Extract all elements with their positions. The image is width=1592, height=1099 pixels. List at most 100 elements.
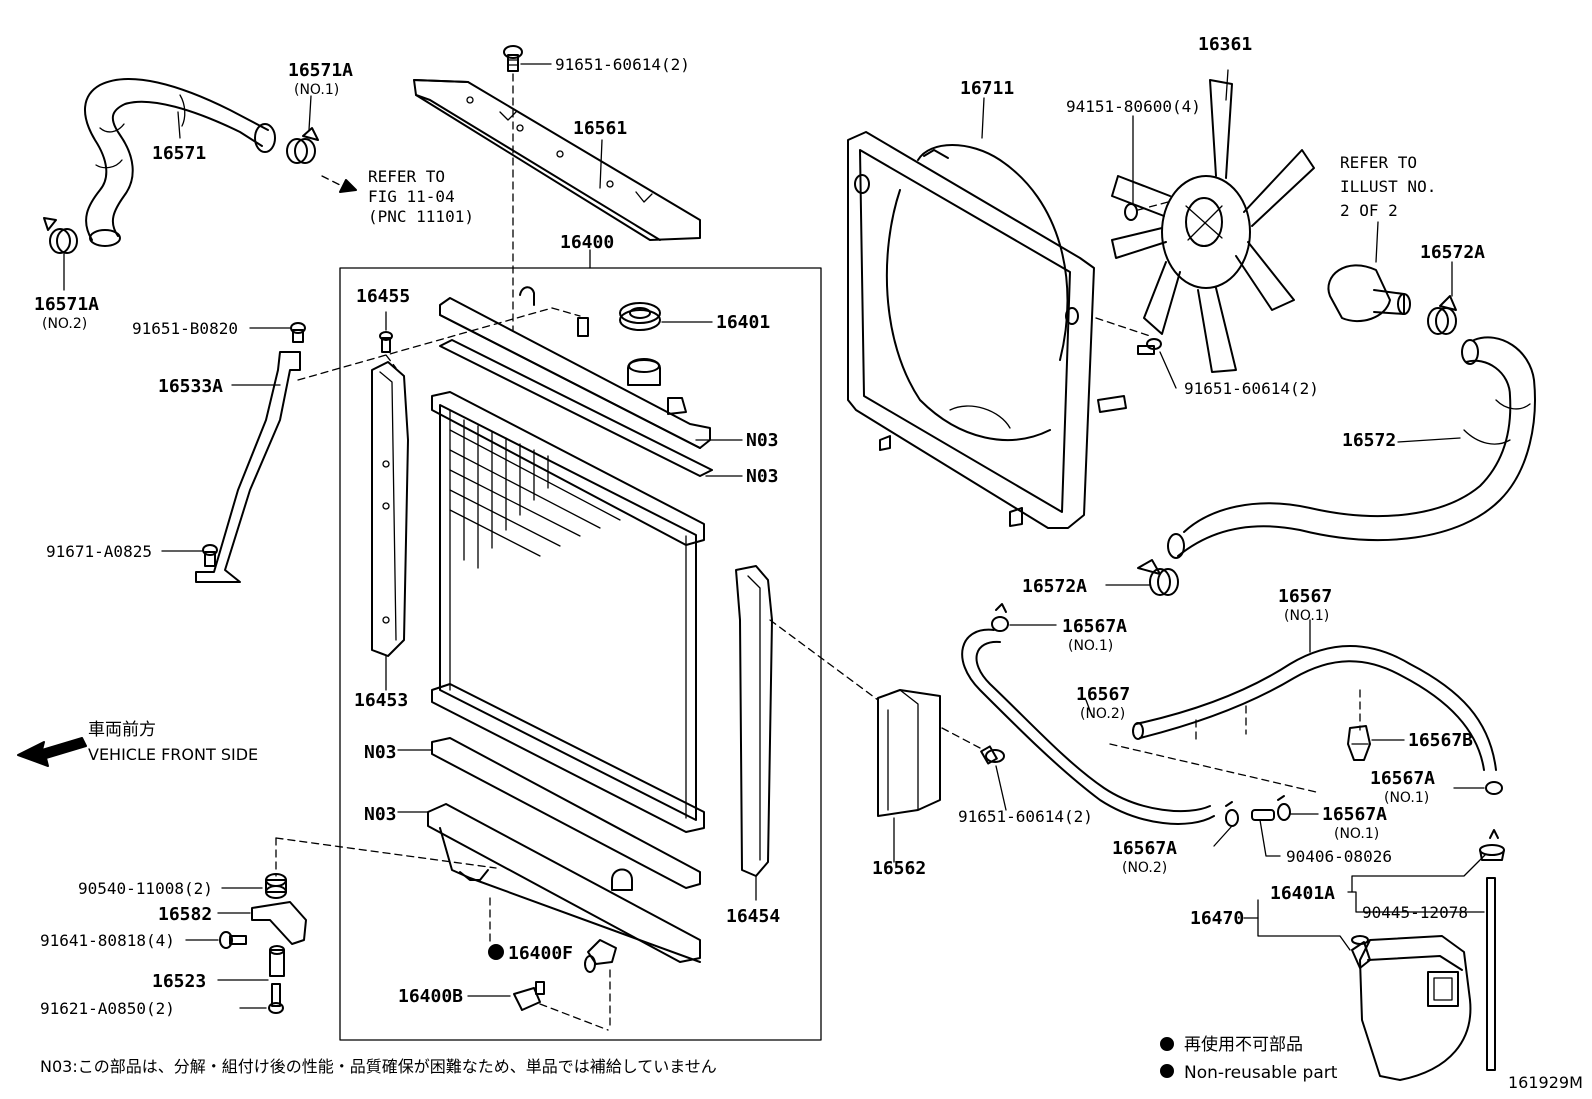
drain-cock-16400B — [513, 981, 545, 1011]
cap-16401A — [1479, 829, 1505, 861]
gasket-n03-3 — [431, 737, 701, 889]
label-91651-60614-right: 91651-60614(2) — [1184, 379, 1319, 398]
clamp-16571A-no2 — [43, 217, 78, 254]
radiator-assembly-box — [339, 267, 822, 1041]
label-16561: 16561 — [573, 118, 627, 139]
label-16567-no1-sub: (NO.1) — [1284, 608, 1329, 624]
label-90406-08026: 90406-08026 — [1286, 847, 1392, 866]
label-16400: 16400 — [560, 232, 614, 253]
fan-shroud-16711 — [847, 131, 1127, 529]
refer-illust-3: 2 OF 2 — [1340, 201, 1398, 220]
label-16533A: 16533A — [158, 376, 223, 397]
label-16567-no1: 16567 — [1278, 586, 1332, 607]
label-16523: 16523 — [152, 971, 206, 992]
label-90540-11008: 90540-11008(2) — [78, 879, 213, 898]
label-90445-12078: 90445-12078 — [1362, 903, 1468, 922]
label-16567A-a-sub: (NO.1) — [1068, 638, 1113, 654]
figure-id: 161929M — [1508, 1073, 1583, 1092]
nonreusable-label-en: Non-reusable part — [1184, 1063, 1338, 1083]
label-91651-B0820: 91651-B0820 — [132, 319, 238, 338]
refer-text-3: (PNC 11101) — [368, 207, 474, 226]
label-n03-1: N03 — [746, 430, 779, 451]
fan-16361 — [1111, 79, 1315, 373]
radiator-cap-16401 — [619, 302, 661, 331]
label-16567A-c: 16567A — [1322, 804, 1387, 825]
label-16567B: 16567B — [1408, 730, 1473, 751]
label-n03-4: N03 — [364, 804, 397, 825]
label-16401: 16401 — [716, 312, 770, 333]
clamp-16567A-d — [1225, 801, 1239, 827]
label-16400F: 16400F — [508, 943, 573, 964]
bolt-91641 — [219, 931, 247, 949]
label-16567-no2: 16567 — [1076, 684, 1130, 705]
nonreusable-dot-icon-2 — [1160, 1064, 1174, 1078]
clip-16567B — [1347, 725, 1371, 761]
footnote: N03:この部品は、分解・組付け後の性能・品質確保が困難なため、単品では補給して… — [40, 1057, 717, 1076]
label-16572A-bot: 16572A — [1022, 576, 1087, 597]
label-91641-80818: 91641-80818(4) — [40, 931, 175, 950]
cushion-90540 — [265, 873, 287, 899]
nonreusable-dot-icon — [1160, 1037, 1174, 1051]
label-16567A-a: 16567A — [1062, 616, 1127, 637]
bolt-91651-mid — [980, 745, 1005, 765]
bracket-16582 — [251, 901, 307, 945]
front-arrow-icon — [17, 737, 87, 767]
label-91621-A0850: 91621-A0850(2) — [40, 999, 175, 1018]
front-label-en: VEHICLE FRONT SIDE — [88, 745, 258, 764]
label-16567A-b-sub: (NO.1) — [1384, 790, 1429, 806]
upper-hose-16571 — [83, 78, 276, 247]
hose-16567-no2 — [961, 628, 1215, 825]
label-16454: 16454 — [726, 906, 780, 927]
bolt-91651-B0820 — [290, 322, 306, 343]
lower-hose-16572 — [1167, 336, 1536, 559]
label-16571A-no1-sub: (NO.1) — [294, 82, 339, 98]
side-member-16454 — [735, 565, 773, 877]
upper-support-16561 — [413, 79, 701, 241]
tube-90445 — [1486, 877, 1496, 1071]
bolt-16455 — [379, 331, 393, 353]
bolt-top — [503, 45, 523, 72]
pipe-90406 — [1251, 809, 1275, 821]
stay-16533A — [195, 351, 301, 583]
bolt-91621 — [268, 983, 284, 1014]
clamp-16567A-c — [1277, 795, 1291, 821]
radiator-core — [431, 391, 705, 833]
clamp-16567A-b — [1485, 781, 1503, 795]
label-16567-no2-sub: (NO.2) — [1080, 706, 1125, 722]
label-16571A-no2: 16571A — [34, 294, 99, 315]
clamp-16572A-bot — [1137, 559, 1179, 596]
nut-94151 — [1124, 203, 1138, 221]
reservoir-16470 — [1351, 935, 1472, 1081]
front-label-jp: 車両前方 — [88, 720, 156, 740]
label-16571A-no2-sub: (NO.2) — [42, 316, 87, 332]
bolt-91671-A0825 — [202, 544, 218, 567]
label-94151-80600: 94151-80600(4) — [1066, 97, 1201, 116]
bushing-16523 — [269, 945, 285, 977]
label-16401A: 16401A — [1270, 883, 1335, 904]
label-16470: 16470 — [1190, 908, 1244, 929]
label-16571A-no1: 16571A — [288, 60, 353, 81]
label-n03-3: N03 — [364, 742, 397, 763]
refer-text-1: REFER TO — [368, 167, 445, 186]
label-16567A-b: 16567A — [1370, 768, 1435, 789]
label-16567A-d-sub: (NO.2) — [1122, 860, 1167, 876]
label-16582: 16582 — [158, 904, 212, 925]
lower-tank — [427, 803, 701, 965]
bolt-91651-right — [1137, 338, 1162, 355]
label-91651-60614-top: 91651-60614(2) — [555, 55, 690, 74]
clamp-16571A-no1 — [286, 127, 319, 164]
nonreusable-label-jp: 再使用不可部品 — [1184, 1034, 1303, 1055]
label-91651-60614-mid: 91651-60614(2) — [958, 807, 1093, 826]
seal-16562 — [877, 689, 941, 817]
label-16711: 16711 — [960, 78, 1014, 99]
refer-illust-2: ILLUST NO. — [1340, 177, 1436, 196]
hose-16567-no1 — [1132, 645, 1497, 771]
clamp-16572A-top — [1427, 295, 1457, 335]
label-16361: 16361 — [1198, 34, 1252, 55]
label-91671-A0825: 91671-A0825 — [46, 542, 152, 561]
label-16562: 16562 — [872, 858, 926, 879]
label-16572A-top: 16572A — [1420, 242, 1485, 263]
refer-text-2: FIG 11-04 — [368, 187, 455, 206]
gasket-n03-1 — [439, 339, 713, 477]
